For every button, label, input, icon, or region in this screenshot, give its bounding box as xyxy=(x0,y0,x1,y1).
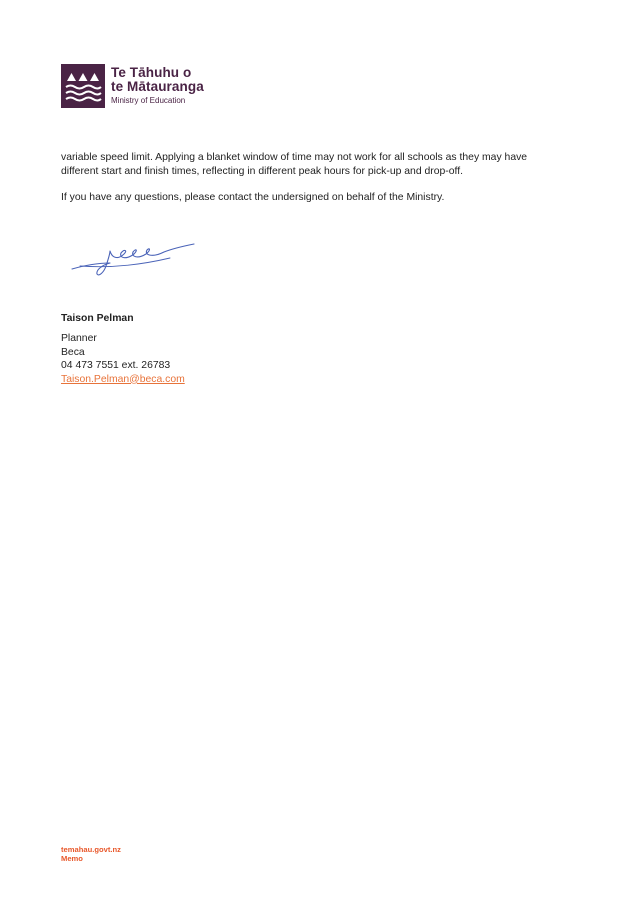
signatory-title: Planner xyxy=(61,333,97,345)
ministry-logo: Te Tāhuhu o te Mātauranga Ministry of Ed… xyxy=(61,64,204,108)
footer-website: temahau.govt.nz xyxy=(61,845,121,854)
body-paragraph-2: If you have any questions, please contac… xyxy=(61,192,445,203)
signatory-email-link[interactable]: Taison.Pelman@beca.com xyxy=(61,373,185,385)
footer-doc-type: Memo xyxy=(61,853,83,863)
ministry-logo-mark-icon xyxy=(61,64,105,108)
body-paragraph-1: variable speed limit. Applying a blanket… xyxy=(61,152,528,177)
signature-block: Taison Pelman Planner Beca 04 473 7551 e… xyxy=(61,312,185,386)
logo-subtitle: Ministry of Education xyxy=(111,96,186,105)
signatory-name: Taison Pelman xyxy=(61,313,134,324)
signatory-phone: 04 473 7551 ext. 26783 xyxy=(61,360,171,372)
page-footer: temahau.govt.nz Memo xyxy=(61,845,121,863)
handwritten-signature xyxy=(71,243,195,276)
logo-wordmark: Te Tāhuhu o te Mātauranga Ministry of Ed… xyxy=(111,66,204,106)
logo-title-line2: te Mātauranga xyxy=(111,79,204,94)
logo-title-line1: Te Tāhuhu o xyxy=(111,65,192,80)
signatory-company: Beca xyxy=(61,346,85,358)
